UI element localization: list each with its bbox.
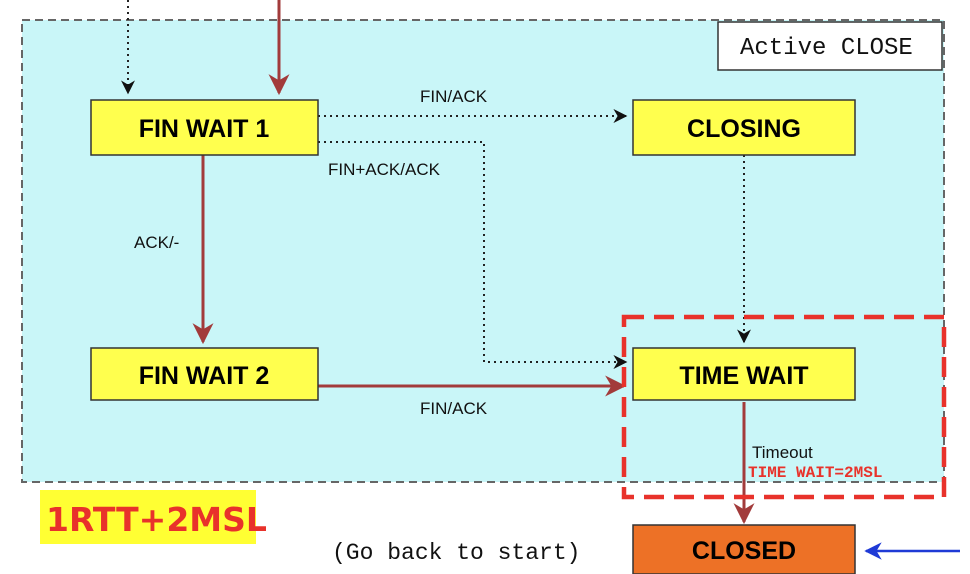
state-closing-label: CLOSING <box>687 115 801 143</box>
rtt-msl-note: 1RTT+2MSL <box>46 500 267 539</box>
go-back-to-start: (Go back to start) <box>332 540 580 566</box>
state-fin-wait-1-label: FIN WAIT 1 <box>139 115 270 143</box>
time-wait-highlight <box>621 314 947 500</box>
state-closing: CLOSING <box>632 99 856 156</box>
rtt-msl-highlight <box>40 490 256 544</box>
edge-fin-wait-1-to-time-wait <box>318 141 628 369</box>
time-wait-2msl-note: TIME WAIT=2MSL <box>748 464 882 482</box>
state-fin-wait-1: FIN WAIT 1 <box>90 99 319 156</box>
state-time-wait-label: TIME WAIT <box>679 362 808 390</box>
edge-label-fin-ack-bottom: FIN/ACK <box>420 399 488 418</box>
state-fin-wait-2-label: FIN WAIT 2 <box>139 362 270 390</box>
active-close-region <box>21 19 945 483</box>
state-time-wait: TIME WAIT <box>632 347 856 401</box>
region-title: Active CLOSE <box>740 35 913 62</box>
region-title-box <box>717 21 943 71</box>
state-closed-label: CLOSED <box>692 537 796 565</box>
edge-label-timeout: Timeout <box>752 443 813 462</box>
edge-label-fin-ack-top: FIN/ACK <box>420 87 488 106</box>
state-closed: CLOSED <box>632 524 856 574</box>
edge-label-ack-dash: ACK/- <box>134 233 179 252</box>
state-fin-wait-2: FIN WAIT 2 <box>90 347 319 401</box>
edge-label-fin-ack-ack: FIN+ACK/ACK <box>328 160 441 179</box>
